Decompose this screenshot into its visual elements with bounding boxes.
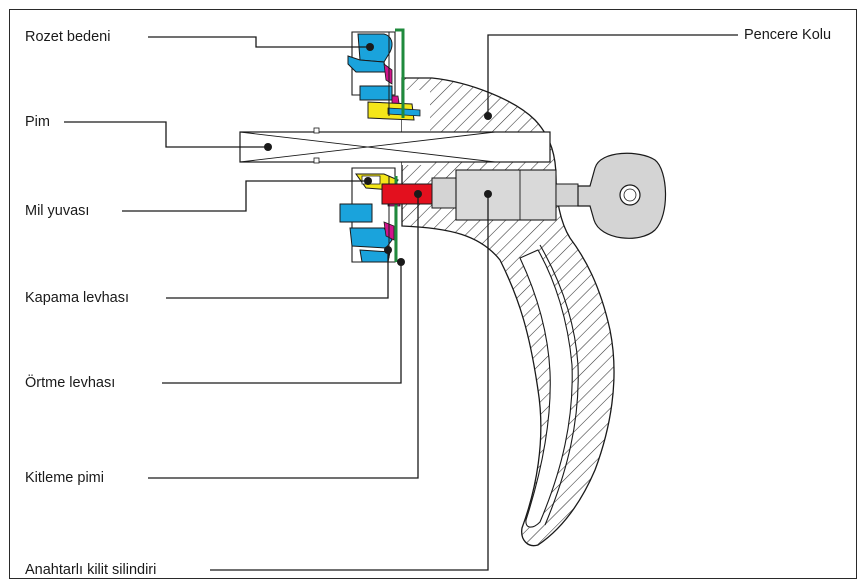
locking-pin — [381, 183, 433, 205]
dot-anahtarli-kilit — [484, 190, 492, 198]
leader-anahtarli-kilit — [210, 194, 489, 571]
label-anahtarli-kilit-silindiri: Anahtarlı kilit silindiri — [25, 562, 157, 578]
leader-kapama-levhasi — [166, 250, 389, 299]
label-pim: Pim — [25, 114, 50, 130]
label-rozet-bedeni: Rozet bedeni — [25, 29, 111, 45]
leader-pencere-kolu — [487, 34, 738, 116]
dot-ortme-levhasi — [397, 258, 405, 266]
leader-ortme-levhasi — [162, 262, 402, 384]
label-pencere-kolu: Pencere Kolu — [744, 27, 832, 43]
leader-pim — [64, 121, 268, 148]
grip-face — [519, 249, 573, 528]
dot-kitleme-pimi — [414, 190, 422, 198]
leader-kitleme-pimi — [148, 194, 419, 479]
spindle-pin — [239, 131, 551, 163]
dot-kapama-levhasi — [384, 246, 392, 254]
rosette-body-upper — [347, 31, 421, 121]
label-mil-yuvasi: Mil yuvası — [25, 203, 90, 219]
leader-lines — [64, 34, 738, 571]
leader-dots — [264, 43, 492, 266]
leader-mil-yuvasi — [122, 180, 368, 212]
label-ortme-levhasi: Örtme levhası — [25, 375, 116, 391]
dot-pencere-kolu — [484, 112, 492, 120]
key — [577, 152, 667, 239]
dot-pim — [264, 143, 272, 151]
leader-rozet-bedeni — [148, 36, 370, 48]
dot-mil-yuvasi — [364, 177, 372, 185]
dot-rozet-bedeni — [366, 43, 374, 51]
label-kitleme-pimi: Kitleme pimi — [25, 470, 104, 486]
label-kapama-levhasi: Kapama levhası — [25, 290, 129, 306]
key-cylinder — [431, 169, 579, 221]
grip-contour — [539, 244, 579, 526]
